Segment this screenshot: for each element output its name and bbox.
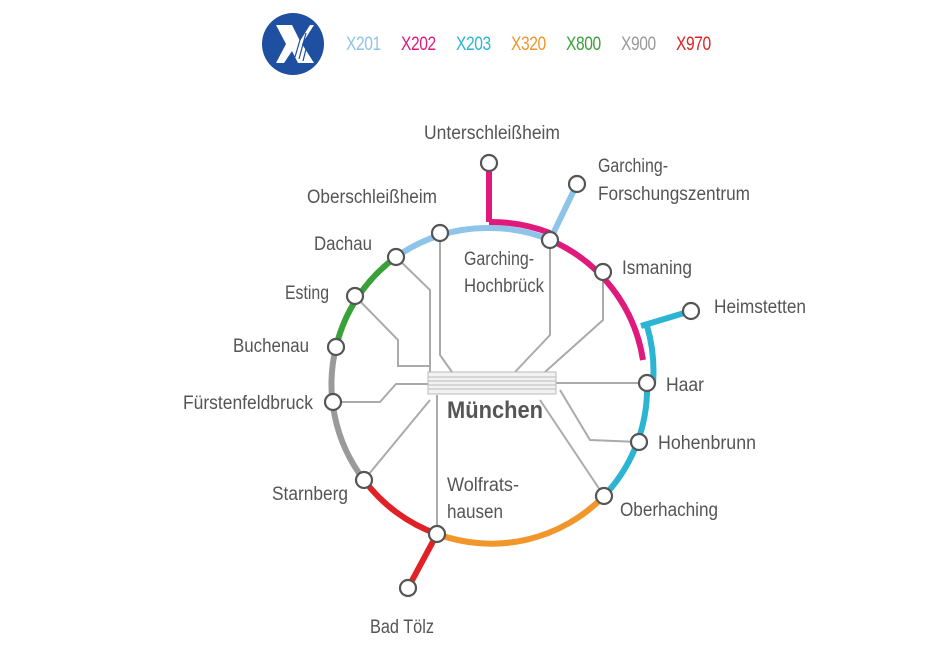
label-oberschleissheim: Oberschleißheim xyxy=(307,187,437,208)
station-markers xyxy=(323,153,701,598)
station-esting[interactable] xyxy=(345,286,365,306)
label-wolfratshausen-line2: hausen xyxy=(447,502,503,523)
city-connections xyxy=(333,233,647,534)
x-bus-logo-icon xyxy=(262,13,324,75)
station-haar[interactable] xyxy=(637,373,657,393)
legend-line-x203: X203 xyxy=(456,34,491,55)
label-ismaning: Ismaning xyxy=(622,258,692,279)
label-fuerstenfeldbruck: Fürstenfeldbruck xyxy=(183,393,313,414)
label-starnberg: Starnberg xyxy=(272,484,348,505)
label-garching-fz-line2: Forschungszentrum xyxy=(598,184,750,205)
label-dachau: Dachau xyxy=(314,234,372,255)
station-garching-hochbrueck[interactable] xyxy=(540,230,560,250)
station-heimstetten[interactable] xyxy=(681,301,701,321)
station-oberschleissheim[interactable] xyxy=(430,223,450,243)
legend-line-x320: X320 xyxy=(511,34,546,55)
label-buchenau: Buchenau xyxy=(233,336,309,357)
label-garching-hochbrueck-line1: Garching- xyxy=(464,249,534,270)
label-hohenbrunn: Hohenbrunn xyxy=(658,433,756,454)
station-oberhaching[interactable] xyxy=(594,486,614,506)
line-legend: X201 X202 X203 X320 X800 X900 X970 xyxy=(262,13,722,75)
station-bad-toelz[interactable] xyxy=(398,578,418,598)
station-labels: Unterschleißheim Garching- Forschungszen… xyxy=(183,123,806,638)
legend-line-x201: X201 xyxy=(346,34,381,55)
label-muenchen: München xyxy=(447,397,543,424)
label-heimstetten: Heimstetten xyxy=(714,297,806,318)
station-unterschleissheim[interactable] xyxy=(479,153,499,173)
legend-line-x800: X800 xyxy=(566,34,601,55)
label-haar: Haar xyxy=(666,375,705,396)
station-starnberg[interactable] xyxy=(354,470,374,490)
label-wolfratshausen-line1: Wolfrats- xyxy=(447,475,519,496)
station-buchenau[interactable] xyxy=(326,337,346,357)
label-garching-hochbrueck-line2: Hochbrück xyxy=(464,276,544,297)
legend-line-x900: X900 xyxy=(621,34,656,55)
station-hohenbrunn[interactable] xyxy=(629,432,649,452)
label-bad-toelz: Bad Tölz xyxy=(370,617,434,638)
station-garching-forschungszentrum[interactable] xyxy=(567,174,587,194)
legend-line-x970: X970 xyxy=(676,34,711,55)
label-esting: Esting xyxy=(285,283,329,304)
muenchen-hub xyxy=(427,371,557,395)
station-wolfratshausen[interactable] xyxy=(427,524,447,544)
legend-line-x202: X202 xyxy=(401,34,436,55)
station-ismaning[interactable] xyxy=(593,262,613,282)
station-fuerstenfeldbruck[interactable] xyxy=(323,392,343,412)
label-unterschleissheim: Unterschleißheim xyxy=(424,123,560,144)
station-dachau[interactable] xyxy=(386,247,406,267)
label-garching-fz-line1: Garching- xyxy=(598,156,668,177)
label-oberhaching: Oberhaching xyxy=(620,500,718,521)
